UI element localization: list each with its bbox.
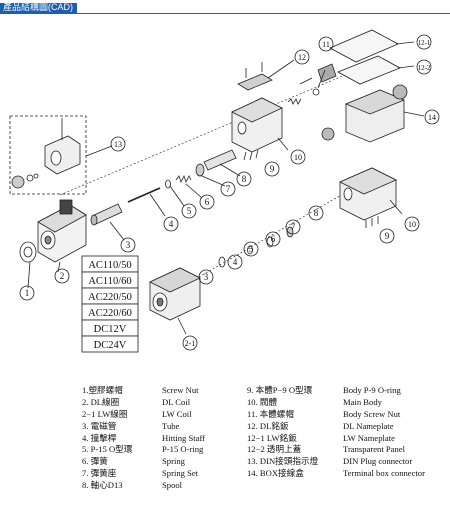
- legend-en: Body P-9 O-ring: [343, 385, 401, 395]
- lower-main-body-part: [339, 167, 403, 228]
- header-bar: [0, 3, 77, 14]
- din-plug-part: [11, 118, 113, 189]
- legend-cn: 7. 彈簧座: [82, 468, 117, 479]
- spring-part: [175, 174, 203, 199]
- transparent-panel-part: [329, 29, 415, 85]
- callout-14: 14: [428, 113, 436, 122]
- legend-cn: 1.塑膠螺帽: [82, 385, 123, 395]
- callout-7b: 7: [291, 222, 296, 232]
- spring-set-part: [195, 163, 226, 187]
- callout-4a: 4: [169, 219, 174, 229]
- tube-part: [90, 203, 125, 241]
- upper-springs-part: [287, 88, 320, 105]
- callout-1: 1: [25, 288, 30, 298]
- header-rule: [77, 13, 450, 14]
- legend-cn: 12. DL銘鈑: [247, 420, 289, 431]
- lower-stack-parts: [218, 226, 294, 268]
- voltage-table: AC110/50 AC110/60 AC220/50 AC220/60 DC12…: [81, 255, 139, 353]
- main-body-part: [231, 97, 289, 161]
- legend-cn: 13. DIN接頭指示燈: [247, 456, 319, 467]
- legend-cn: 12−1 LW銘鈑: [247, 432, 297, 443]
- callout-10a: 10: [294, 153, 302, 162]
- legend-cn: 6. 彈簧: [82, 456, 108, 467]
- callout-11: 11: [322, 40, 330, 49]
- voltage-row: AC220/60: [88, 308, 132, 319]
- legend-cn: 14. BOX接線盒: [247, 468, 304, 479]
- callout-2-1: 2-1: [185, 339, 196, 348]
- callout-12: 12: [298, 53, 306, 62]
- lw-coil-part: [149, 267, 201, 335]
- legend-en: DIN Plug connector: [343, 456, 413, 467]
- callout-circles: [19, 34, 440, 351]
- callout-8a: 8: [242, 174, 247, 184]
- legend-en: P-15 O-ring: [162, 444, 204, 455]
- legend-en: Hitting Staff: [162, 432, 206, 443]
- legend-en: DL Nameplate: [343, 420, 394, 431]
- callout-3a: 3: [126, 240, 131, 250]
- body-screw-nut-part: [299, 63, 337, 89]
- legend-en: LW Nameplate: [343, 432, 395, 443]
- voltage-row: AC220/50: [88, 292, 132, 303]
- legend-cn: 5. P-15 O型環: [82, 444, 133, 455]
- voltage-row: DC24V: [94, 340, 127, 351]
- legend-cn: 2−1 LW線圈: [82, 408, 128, 419]
- legend-en: Transparent Panel: [343, 444, 405, 455]
- legend-en: Main Body: [343, 396, 382, 407]
- screw-nut-part: [19, 241, 37, 289]
- callout-3b: 3: [204, 272, 209, 282]
- legend-left-en: Screw Nut DL Coil LW Coil Tube Hitting S…: [162, 385, 205, 492]
- callout-12-1: 12-1: [418, 39, 431, 47]
- legend-en: Tube: [162, 420, 180, 431]
- callout-6a: 6: [205, 197, 210, 207]
- callout-4b: 4: [233, 257, 238, 267]
- callout-9b: 9: [385, 231, 390, 241]
- terminal-box-part: [321, 84, 425, 143]
- legend-en: Body Screw Nut: [343, 408, 401, 419]
- callout-13: 13: [114, 140, 122, 149]
- legend-en: Spool: [162, 480, 183, 491]
- callout-6b: 6: [271, 234, 276, 244]
- legend-cn: 2. DL線圈: [82, 396, 120, 407]
- legend-cn: 12−2 透明上蓋: [247, 444, 302, 455]
- legend-cn: 10. 閥體: [247, 396, 278, 407]
- voltage-row: AC110/60: [88, 276, 131, 287]
- legend-right-en: Body P-9 O-ring Main Body Body Screw Nut…: [343, 385, 425, 480]
- callout-2: 2: [60, 271, 65, 281]
- o-ring-part: [165, 179, 185, 207]
- callout-5a: 5: [187, 206, 192, 216]
- voltage-row: DC12V: [94, 324, 127, 335]
- legend-cn: 8. 軸心D13: [82, 480, 123, 491]
- callout-7a: 7: [226, 184, 231, 194]
- callout-5b: 5: [249, 244, 254, 254]
- legend-cn: 3. 電磁管: [82, 420, 117, 431]
- legend-en: DL Coil: [162, 396, 191, 407]
- legend-en: Spring Set: [162, 468, 199, 479]
- legend-en: Screw Nut: [162, 385, 199, 395]
- dl-coil-part: [37, 199, 87, 273]
- callout-9a: 9: [270, 164, 275, 174]
- page-header: 產品結構圖(CAD): [0, 0, 450, 14]
- exploded-assembly-diagram: 1 2 2-1 3 3 4 4 5 5 6 6 7 7 8 8 9 9 10 1…: [9, 29, 440, 353]
- legend-cn: 9. 本體P−9 O型環: [247, 385, 313, 395]
- legend-en: Terminal box connector: [343, 468, 425, 479]
- callout-12-2: 12-2: [418, 64, 431, 72]
- legend-en: Spring: [162, 456, 185, 467]
- spool-part: [203, 149, 241, 177]
- legend-cn: 4. 撞擊桿: [82, 432, 117, 443]
- legend-right-cn: 9. 本體P−9 O型環 10. 閥體 11. 本體螺帽 12. DL銘鈑 12…: [247, 385, 318, 480]
- callout-10b: 10: [408, 220, 416, 229]
- voltage-row: AC110/50: [88, 260, 131, 271]
- legend-left-cn: 1.塑膠螺帽 2. DL線圈 2−1 LW線圈 3. 電磁管 4. 撞擊桿 5.…: [82, 385, 132, 492]
- nameplate-part: [237, 59, 295, 91]
- callout-8b: 8: [314, 208, 319, 218]
- legend-en: LW Coil: [162, 408, 192, 419]
- header-title: 產品結構圖(CAD): [3, 2, 73, 12]
- legend-cn: 11. 本體螺帽: [247, 408, 294, 419]
- hitting-staff-part: [127, 187, 166, 217]
